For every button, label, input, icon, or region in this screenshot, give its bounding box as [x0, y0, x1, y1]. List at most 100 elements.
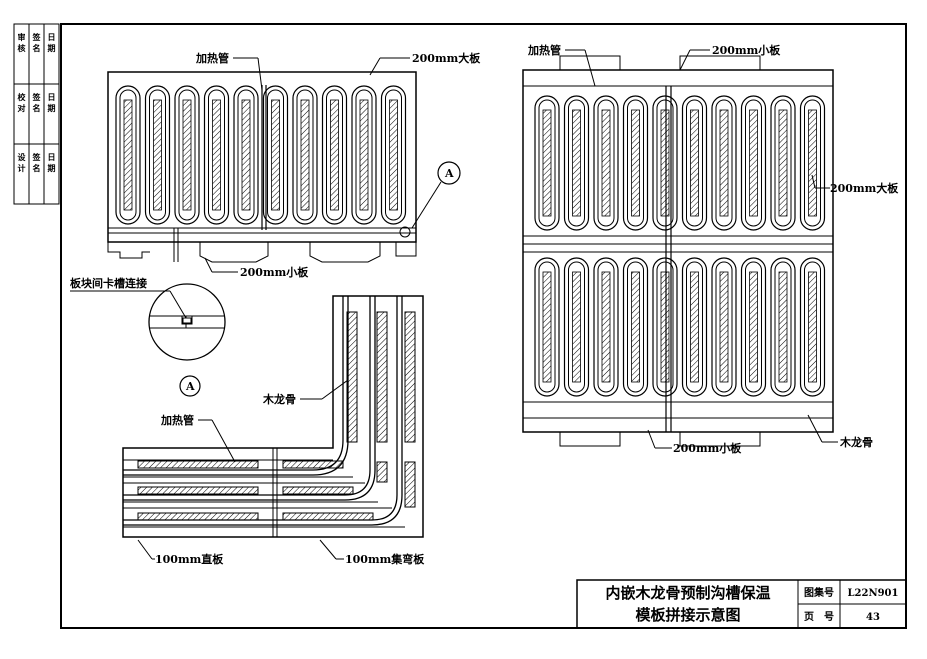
label-wood-keel-right: 木龙骨	[839, 435, 873, 449]
side-block-text: 签名	[32, 32, 42, 53]
pipe-loop-inner	[296, 89, 314, 221]
pipe-loop-inner	[745, 261, 762, 393]
wood-keel-strip	[808, 109, 817, 217]
label-slot-connection: 板块间卡槽连接	[70, 276, 147, 290]
pipe-loop	[380, 85, 407, 225]
wood-keel-strip	[808, 271, 817, 383]
wood-keel-strip	[601, 109, 611, 217]
pipe-loop	[740, 95, 767, 231]
pipe-loop-inner	[119, 89, 137, 221]
pipe-loop-inner	[385, 89, 402, 221]
pipe-loop-inner	[326, 89, 343, 221]
pipe-loop	[770, 257, 796, 397]
side-block-text: 签名	[32, 92, 42, 113]
pipe-loop	[593, 95, 619, 231]
pipe-loop-inner	[804, 261, 821, 393]
pipe-loop-inner	[538, 99, 556, 227]
detail-a-circle	[148, 283, 226, 361]
title-line-2: 模板拼接示意图	[635, 606, 740, 624]
pipe-loop	[622, 257, 649, 397]
detail-mark-bottom: A	[185, 380, 195, 393]
pipe-loop-inner	[267, 89, 284, 221]
label-heating-pipe-right: 加热管	[527, 43, 561, 57]
pipe-loop-inner	[656, 261, 674, 393]
wood-keel-strip	[778, 109, 788, 217]
pipe-loop	[262, 85, 289, 225]
pipe-loop	[799, 257, 826, 397]
label-straight-board: 100mm直板	[155, 552, 224, 566]
pipe-loop	[174, 85, 200, 225]
wood-keel-strip	[123, 99, 133, 211]
pipe-loop-inner	[686, 99, 703, 227]
pipe-loop	[740, 257, 767, 397]
label-heating-pipe-bottom: 加热管	[160, 413, 194, 427]
wood-keel-strip	[660, 109, 670, 217]
detail-callout-a-bottom	[179, 375, 201, 397]
wood-keel-strip	[241, 99, 251, 211]
pipe-loop-inner	[149, 89, 166, 221]
pipe-loop	[622, 95, 649, 231]
wood-keel-strip	[690, 271, 699, 383]
pipe-loop	[144, 85, 171, 225]
pipe-loop-inner	[627, 99, 644, 227]
wood-keel-strip	[300, 99, 310, 211]
pipe-loop-inner	[597, 261, 615, 393]
wood-keel-strip	[542, 271, 552, 383]
pipe-loop	[652, 257, 678, 397]
pipe-loop	[681, 257, 708, 397]
pipe-loop-inner	[237, 89, 255, 221]
pipe-loop-inner	[745, 99, 762, 227]
pipe-loop-inner	[597, 99, 615, 227]
wood-keel-strip	[389, 99, 398, 211]
wood-keel-strip	[690, 109, 699, 217]
pipe-loop	[115, 85, 141, 225]
wood-keel-strip	[749, 109, 758, 217]
pipe-loop-inner	[355, 89, 373, 221]
pipe-loop	[711, 257, 737, 397]
wood-keel-strip	[778, 271, 788, 383]
wood-keel-strip	[719, 271, 729, 383]
wood-keel-strip	[572, 271, 581, 383]
pipe-loop-inner	[568, 99, 585, 227]
label-bend-board: 100mm集弯板	[345, 552, 425, 566]
page-number: 43	[866, 612, 880, 623]
detail-mark-top: A	[444, 167, 454, 180]
side-block-text: 日期	[48, 152, 56, 173]
side-block-text: 设计	[18, 152, 26, 173]
pipe-loop-inner	[208, 89, 225, 221]
label-wood-keel-bottom: 木龙骨	[262, 392, 296, 406]
wood-keel-strip	[271, 99, 280, 211]
pipe-loop-inner	[774, 99, 792, 227]
wood-keel-strip	[359, 99, 369, 211]
pipe-loop	[351, 85, 377, 225]
title-line-1: 内嵌木龙骨预制沟槽保温	[605, 584, 770, 602]
wood-keel-strip	[212, 99, 221, 211]
pipe-loop	[292, 85, 318, 225]
right-plan	[522, 55, 834, 447]
pipe-loop	[799, 95, 826, 231]
atlas-number: L22N901	[848, 588, 899, 599]
top-left-plan	[107, 71, 417, 263]
pipe-loop	[563, 95, 590, 231]
pipe-loop	[534, 257, 560, 397]
label-small-board-right-bottom: 200mm小板	[673, 441, 742, 455]
side-block-text: 校对	[18, 92, 27, 113]
pipe-loop-inner	[686, 261, 703, 393]
pipe-loop	[652, 95, 678, 231]
side-block-text: 签名	[32, 152, 42, 173]
label-small-board-right-top: 200mm小板	[712, 43, 781, 57]
pipe-loop	[321, 85, 348, 225]
wood-keel-strip	[153, 99, 162, 211]
page-label: 页 号	[804, 611, 834, 623]
pipe-loop-inner	[178, 89, 196, 221]
wood-keel-strip	[660, 271, 670, 383]
pipe-loop	[203, 85, 230, 225]
pipe-loop	[563, 257, 590, 397]
pipe-loop-inner	[804, 99, 821, 227]
pipe-loop-inner	[538, 261, 556, 393]
pipe-loop	[681, 95, 708, 231]
pipe-loop	[593, 257, 619, 397]
label-small-board-top-left: 200mm小板	[240, 265, 309, 279]
